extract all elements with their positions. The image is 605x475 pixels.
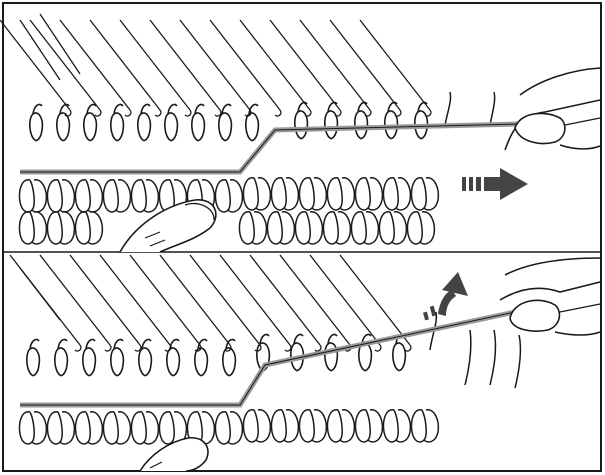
empty-hooks-top: [445, 92, 495, 125]
needles-bottom: [10, 255, 411, 351]
needles-top: [0, 14, 431, 116]
yarn-strand-bottom: [20, 312, 515, 405]
right-hand-top: [505, 68, 600, 150]
empty-hooks-bottom: [430, 312, 520, 388]
left-thumb-bottom: [140, 438, 208, 471]
arrow-up-icon: [423, 272, 468, 320]
yarn-strand-top: [20, 124, 520, 172]
arrow-right-icon: [462, 168, 528, 200]
panel-bottom: [10, 255, 600, 471]
fabric-top: [19, 178, 438, 244]
right-hand-bottom: [500, 258, 600, 335]
panel-top: [0, 14, 601, 252]
outer-border: [3, 3, 601, 471]
fabric-bottom: [19, 410, 438, 444]
loops-bottom: [27, 334, 406, 375]
